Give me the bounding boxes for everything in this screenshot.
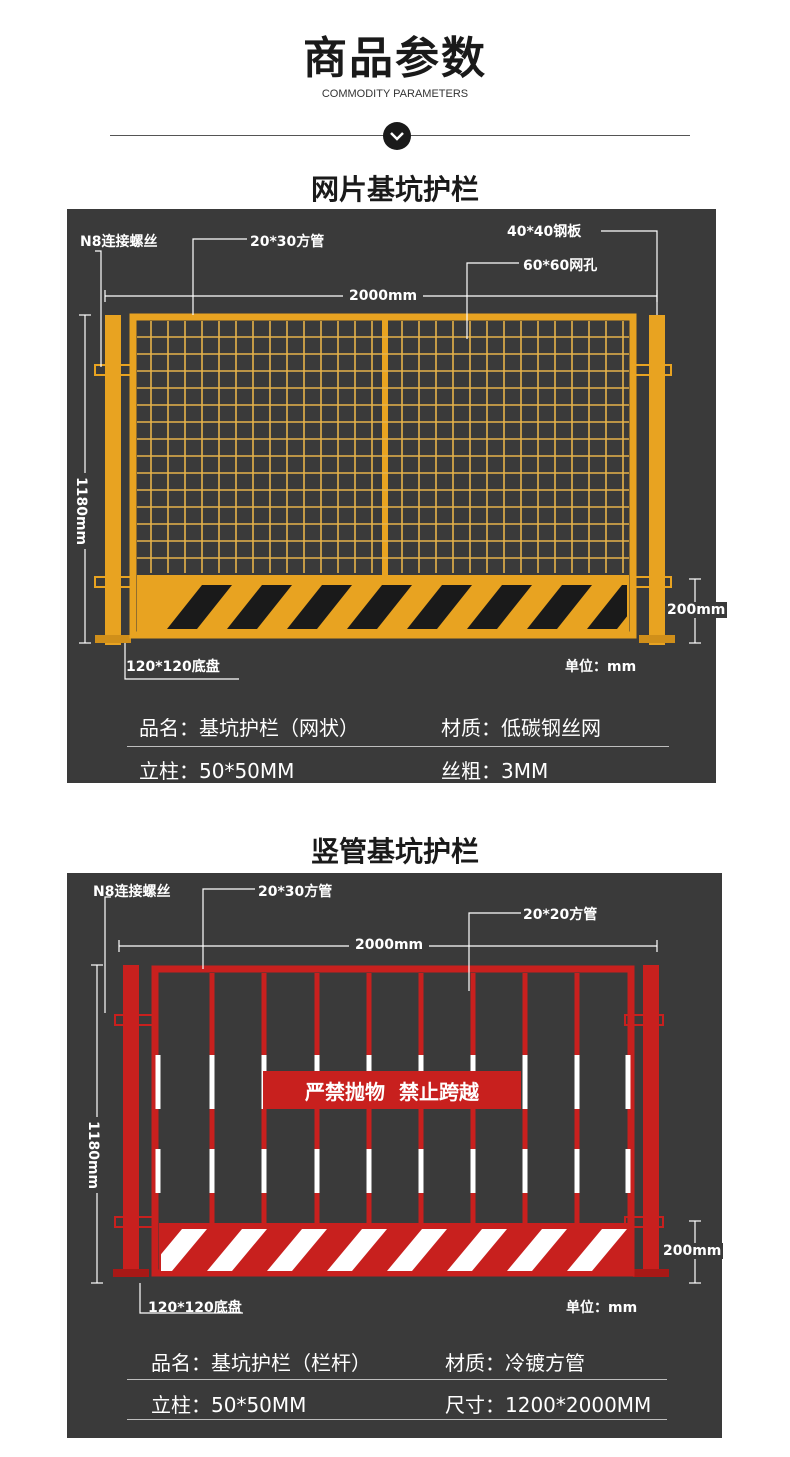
base-height-label: 200mm: [665, 602, 728, 618]
spec-divider: [127, 1379, 667, 1380]
bolt-label: N8连接螺丝: [80, 234, 158, 250]
mesh-fence-illustration: [79, 230, 701, 680]
spec-material: 材质：低碳钢丝网: [441, 716, 601, 740]
page-title: 商品参数: [303, 33, 487, 84]
bar-label: 20*20方管: [523, 907, 598, 923]
product-1-title: 网片基坑护栏: [310, 173, 479, 206]
width-dimension-label: 2000mm: [349, 937, 430, 953]
product-1-panel: N8连接螺丝 20*30方管 40*40钢板 60*60网孔 2000mm 11…: [67, 209, 728, 783]
product-2-panel: N8连接螺丝 20*30方管 20*20方管 2000mm 1180mm 200…: [67, 873, 724, 1438]
spec-product-name: 品名：基坑护栏（网状）: [139, 716, 359, 740]
spec-wire: 丝粗：3MM: [441, 759, 549, 783]
width-dimension-label: 2000mm: [343, 288, 424, 304]
tube-label: 20*30方管: [258, 884, 333, 900]
plate-label: 40*40钢板: [507, 224, 582, 240]
spec-divider: [127, 746, 669, 747]
page-subtitle: COMMODITY PARAMETERS: [321, 88, 469, 100]
bolt-label: N8连接螺丝: [93, 884, 171, 900]
spec-post: 立柱：50*50MM: [139, 759, 295, 783]
base-plate-label: 120*120底盘: [126, 659, 220, 675]
height-dimension-label: 1180mm: [73, 473, 89, 550]
base-plate-label: 120*120底盘: [148, 1300, 242, 1316]
base-height-label: 200mm: [661, 1243, 724, 1259]
chevron-down-icon: [383, 122, 411, 150]
warning-sign-text: 严禁抛物 禁止跨越: [305, 1080, 479, 1104]
spec-material: 材质：冷镀方管: [445, 1351, 585, 1375]
spec-size: 尺寸：1200*2000MM: [445, 1393, 652, 1417]
unit-label: 单位：mm: [566, 1300, 638, 1316]
mesh-label: 60*60网孔: [523, 258, 598, 274]
unit-label: 单位：mm: [565, 659, 637, 675]
product-2-title: 竖管基坑护栏: [310, 835, 479, 868]
tube-label: 20*30方管: [250, 234, 325, 250]
spec-post: 立柱：50*50MM: [151, 1393, 307, 1417]
spec-product-name: 品名：基坑护栏（栏杆）: [151, 1351, 371, 1375]
height-dimension-label: 1180mm: [85, 1117, 101, 1194]
spec-divider: [127, 1419, 667, 1420]
